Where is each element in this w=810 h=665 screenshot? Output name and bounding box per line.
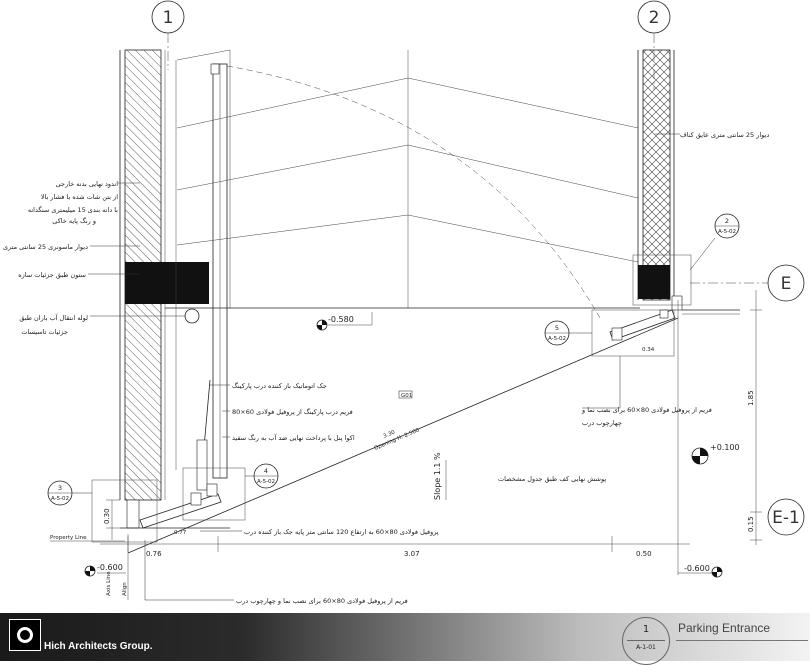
cut-box-4 bbox=[182, 467, 246, 521]
svg-text:2: 2 bbox=[725, 217, 729, 225]
dimension-left: 0.30 bbox=[103, 499, 120, 540]
sheet-number-bubble: 1 A-1-01 bbox=[622, 617, 670, 665]
note-floor-finish: پوشش نهایی کف طبق جدول مشخصات bbox=[498, 475, 606, 483]
grid-line-1: 1 bbox=[151, 0, 185, 70]
note-column: ستون طبق جزئیات سازه bbox=[18, 271, 86, 279]
cut-box-3 bbox=[91, 479, 158, 543]
level-ceiling: -0.580 bbox=[316, 312, 373, 331]
note-jack-profile: پروفیل فولادی 80×60 به ارتفاع 120 سانتی … bbox=[244, 528, 439, 536]
dim-076: 0.76 bbox=[146, 550, 162, 558]
note-ext-finish-4: و رنگ پایه خاکی bbox=[52, 217, 96, 225]
note-rain-pipe-1: لوله انتقال آب باران طبق bbox=[19, 313, 88, 322]
note-rain-pipe-2: جزئیات تاسیسات bbox=[21, 328, 68, 336]
property-line-label: Property Line bbox=[50, 535, 87, 541]
svg-text:-0.600: -0.600 bbox=[684, 564, 710, 573]
dim-030: 0.30 bbox=[103, 508, 111, 524]
rain-pipe bbox=[184, 308, 200, 324]
note-door-frame: فریم درب پارکینگ از پروفیل فولادی 60×80 bbox=[232, 408, 353, 416]
grid-label-2: 2 bbox=[649, 8, 660, 28]
note-steel-frame-right-2: چهارچوب درب bbox=[582, 419, 622, 427]
level-plus: +0.100 bbox=[691, 443, 740, 465]
svg-text:-0.600: -0.600 bbox=[97, 563, 123, 572]
company-name: Hich Architects Group. bbox=[44, 641, 153, 652]
dim-330: 3.30 bbox=[382, 429, 396, 440]
middle-notes: جک اتوماتیک باز کننده درب پارکینگ فریم د… bbox=[144, 382, 439, 605]
grid-line-2: 2 bbox=[637, 0, 671, 90]
dim-015: 0.15 bbox=[747, 516, 755, 532]
dim-034: 0.34 bbox=[642, 347, 655, 353]
grid-line-e1: E-1 bbox=[767, 498, 805, 536]
grid-label-e: E bbox=[781, 274, 792, 294]
tag-box bbox=[398, 390, 413, 399]
logo-ring-icon bbox=[17, 627, 33, 643]
sheet-title: Parking Entrance bbox=[678, 621, 771, 635]
detail-ref-5[interactable]: 5 A-5-02 bbox=[544, 320, 592, 346]
dim-050: 0.50 bbox=[636, 550, 652, 558]
dim-opening: Opening H: 2.500 bbox=[373, 427, 420, 452]
floor-slope-line bbox=[127, 317, 679, 554]
align-label: Align bbox=[122, 582, 128, 596]
svg-text:3: 3 bbox=[58, 484, 62, 492]
svg-text:A-5-02: A-5-02 bbox=[548, 336, 566, 342]
note-acoustic-panel: اکوا پنل با پرداخت نهایی ضد آب به رنگ سف… bbox=[232, 433, 355, 442]
svg-text:A-5-02: A-5-02 bbox=[51, 496, 69, 502]
axis-line-label: Axis Line bbox=[106, 571, 112, 596]
dim-185: 1.85 bbox=[747, 390, 755, 406]
right-canopy bbox=[609, 309, 676, 341]
left-notes: اندود نهایی بدنه خارجی از بتن شات شده با… bbox=[3, 180, 185, 336]
svg-text:+0.100: +0.100 bbox=[710, 443, 740, 452]
detail-ref-2[interactable]: 2 A-5-02 bbox=[689, 213, 740, 271]
dimension-bottom: 0.76 3.07 0.50 bbox=[100, 300, 690, 575]
column-section bbox=[125, 262, 209, 304]
detail-ref-4[interactable]: 4 A-5-02 bbox=[245, 463, 279, 489]
detail-ref-3[interactable]: 3 A-5-02 bbox=[47, 480, 92, 506]
dimension-right: 1.85 0.15 bbox=[747, 290, 762, 545]
note-steel-frame-bottom: فریم از پروفیل فولادی 80×60 برای نصب نما… bbox=[236, 597, 408, 605]
level-left-bottom: -0.600 bbox=[84, 563, 126, 577]
svg-text:5: 5 bbox=[555, 324, 559, 332]
level-right-bottom: -0.600 bbox=[678, 564, 723, 578]
ceiling-panels bbox=[165, 49, 640, 309]
note-ext-finish-2: از بتن شات شده با فشار بالا bbox=[41, 193, 118, 201]
sheet-title-underline bbox=[676, 640, 808, 641]
slope-label: Slope 1.1 % bbox=[433, 452, 442, 500]
right-notes: دیوار 25 سانتی متری عایق کناف فریم از پر… bbox=[498, 131, 769, 483]
right-wall bbox=[637, 49, 740, 315]
grid-label-1: 1 bbox=[163, 8, 174, 28]
title-block: Hich Architects Group. 1 A-1-01 Parking … bbox=[0, 613, 810, 665]
note-steel-frame-right-1: فریم از پروفیل فولادی 80×60 برای نصب نما… bbox=[581, 406, 712, 414]
door-swing-arc bbox=[226, 65, 601, 319]
note-masonry-wall: دیوار ماسونری 25 سانتی متری bbox=[3, 243, 88, 251]
svg-text:A-5-02: A-5-02 bbox=[718, 229, 736, 235]
left-wall bbox=[119, 49, 209, 501]
note-garage-jack: جک اتوماتیک باز کننده درب پارکینگ bbox=[232, 382, 327, 390]
dim-077: 0.77 bbox=[174, 530, 187, 536]
sheet-ref: A-1-01 bbox=[636, 644, 656, 651]
garage-door bbox=[196, 63, 228, 491]
svg-text:-0.580: -0.580 bbox=[328, 315, 354, 324]
svg-text:A-5-02: A-5-02 bbox=[257, 479, 275, 485]
company-logo bbox=[9, 619, 41, 651]
door-base bbox=[120, 483, 230, 529]
svg-text:4: 4 bbox=[264, 467, 268, 475]
note-ext-finish-3: با دانه بندی 15 میلیمتری سنگدانه bbox=[28, 206, 118, 214]
grid-line-e: E bbox=[690, 264, 805, 302]
tag-label: G01 bbox=[401, 393, 412, 399]
cut-box-2 bbox=[632, 254, 692, 306]
sheet-number: 1 bbox=[642, 624, 650, 635]
note-ext-finish-1: اندود نهایی بدنه خارجی bbox=[56, 180, 119, 188]
dim-307: 3.07 bbox=[404, 550, 420, 558]
note-insulated-wall: دیوار 25 سانتی متری عایق کناف bbox=[680, 131, 769, 139]
grid-label-e1: E-1 bbox=[772, 508, 800, 528]
